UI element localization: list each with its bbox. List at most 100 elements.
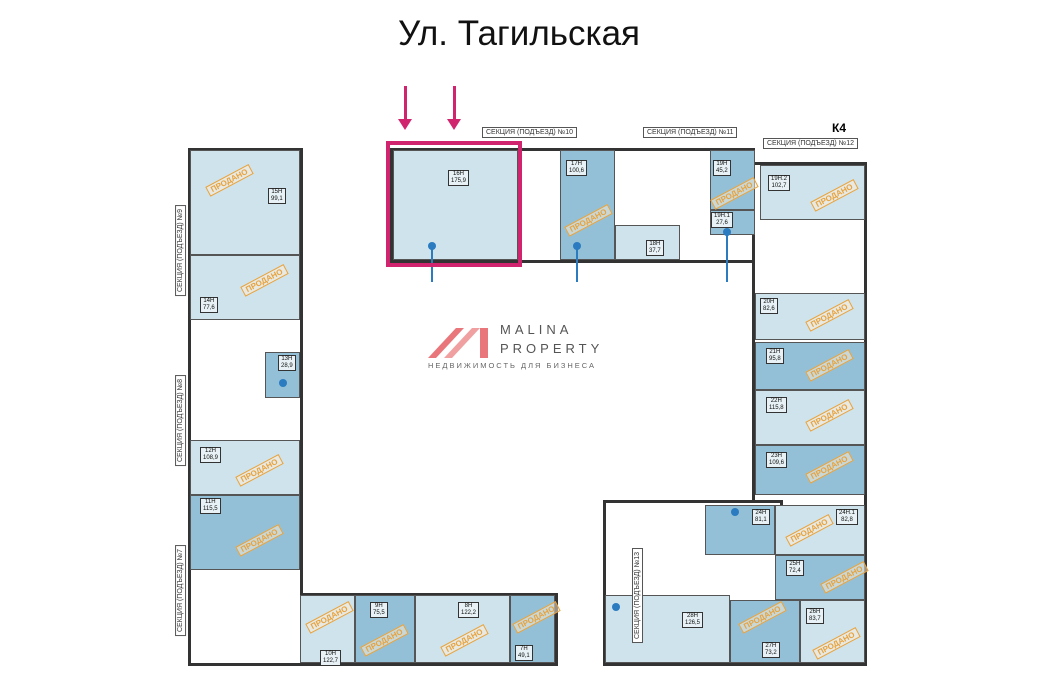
unit-area: 122,7 — [323, 658, 339, 664]
logo-line2: PROPERTY — [500, 341, 604, 356]
unit-number: 23Н — [771, 453, 783, 459]
unit-number: 17Н — [571, 161, 583, 167]
unit-area: 81,1 — [755, 517, 767, 523]
unit-number: 22Н — [770, 398, 782, 404]
unit-area: 82,6 — [763, 306, 775, 312]
unit-28Н[interactable] — [605, 595, 730, 663]
entrance-marker-icon — [723, 228, 731, 236]
logo-line1: MALINA — [500, 322, 573, 337]
unit-number: 19Н.1 — [714, 213, 731, 219]
unit-area: 126,5 — [685, 620, 701, 626]
unit-number: 15Н — [271, 189, 283, 195]
entrance-marker-icon — [612, 603, 620, 611]
unit-area: 28,9 — [281, 363, 293, 369]
unit-number: 21Н — [769, 349, 781, 355]
logo-mark-icon — [428, 328, 488, 358]
unit-area: 122,2 — [461, 610, 477, 616]
unit-12Н[interactable] — [190, 440, 300, 495]
unit-number: 13Н — [281, 356, 293, 362]
unit-area: 108,9 — [203, 455, 219, 461]
unit-area: 77,6 — [203, 305, 215, 311]
section-label: СЕКЦИЯ (ПОДЪЕЗД) №8 — [175, 374, 187, 467]
unit-area: 95,8 — [769, 356, 781, 362]
entrance-pointer-line — [726, 232, 728, 282]
entrance-marker-icon — [573, 242, 581, 250]
unit-area: 99,1 — [271, 196, 283, 202]
unit-number: 8Н — [464, 603, 473, 609]
street-title: Ул. Тагильская — [397, 14, 640, 53]
entrance-marker-icon — [731, 508, 739, 516]
unit-number: 24Н.1 — [839, 510, 856, 516]
unit-number: 11Н — [205, 499, 216, 505]
unit-16Н[interactable] — [393, 150, 518, 260]
unit-number: 14Н — [203, 298, 215, 304]
unit-area: 102,7 — [771, 183, 787, 189]
unit-area: 49,1 — [518, 653, 530, 659]
unit-number: 9Н — [375, 603, 383, 609]
unit-area: 109,6 — [769, 460, 785, 466]
section-label: СЕКЦИЯ (ПОДЪЕЗД) №7 — [175, 544, 187, 637]
unit-number: 7Н — [520, 646, 528, 652]
unit-number: 28Н — [687, 613, 699, 619]
highlighted-unit-frame — [386, 141, 522, 267]
unit-area: 115,8 — [769, 405, 784, 411]
unit-area: 27,6 — [716, 220, 728, 226]
section-label: СЕКЦИЯ (ПОДЪЕЗД) №9 — [175, 204, 187, 297]
unit-number: 12Н — [205, 448, 217, 454]
unit-number: 10Н — [325, 651, 337, 657]
unit-number: 19Н.2 — [771, 176, 788, 182]
logo-tagline: НЕДВИЖИМОСТЬ ДЛЯ БИЗНЕСА — [428, 361, 597, 370]
unit-number: 19Н — [716, 161, 728, 167]
pointer-arrow — [398, 86, 412, 130]
unit-number: 25Н — [789, 561, 801, 567]
entrance-marker-icon — [279, 379, 287, 387]
unit-area: 45,2 — [716, 168, 728, 174]
unit-area: 83,7 — [809, 616, 821, 622]
entrance-marker-icon — [428, 242, 436, 250]
unit-number: 18Н — [649, 241, 661, 247]
unit-area: 100,6 — [569, 168, 585, 174]
unit-number: 24Н — [755, 510, 767, 516]
section-label: СЕКЦИЯ (ПОДЪЕЗД) №10 — [482, 127, 578, 138]
unit-number: 20Н — [763, 299, 775, 305]
unit-area: 115,5 — [203, 506, 218, 512]
unit-area: 175,9 — [451, 178, 467, 184]
unit-area: 82,8 — [841, 517, 853, 523]
section-label: СЕКЦИЯ (ПОДЪЕЗД) №11 — [643, 127, 738, 138]
unit-number: 26Н — [809, 609, 821, 615]
unit-number: 27Н — [765, 643, 777, 649]
entrance-pointer-line — [576, 246, 578, 282]
pointer-arrow — [447, 86, 461, 130]
unit-number: 16Н — [453, 171, 465, 177]
logo: MALINA PROPERTY НЕДВИЖИМОСТЬ ДЛЯ БИЗНЕСА — [428, 322, 618, 372]
unit-area: 75,5 — [373, 610, 385, 616]
section-label: СЕКЦИЯ (ПОДЪЕЗД) №12 — [763, 138, 859, 149]
unit-area: 37,7 — [649, 248, 661, 254]
